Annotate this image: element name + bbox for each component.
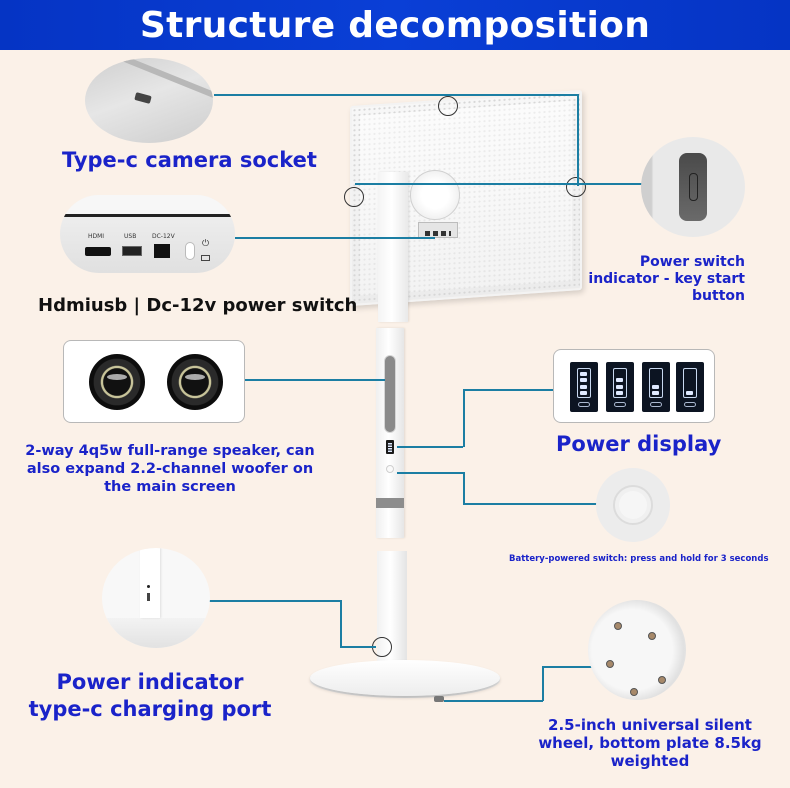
battery-level-icon	[570, 362, 598, 412]
port-label-usb: USB	[124, 233, 137, 240]
monitor-port-bracket	[418, 222, 458, 238]
power-switch-icon	[185, 242, 195, 260]
type-c-port-icon	[147, 593, 150, 601]
connector-wheel	[444, 700, 543, 702]
battery-icon	[201, 255, 210, 261]
speaker-left-icon	[89, 354, 145, 410]
marker-power-switch	[566, 177, 586, 197]
column-grey-band	[376, 498, 404, 508]
monitor-mount-disc	[410, 170, 460, 220]
page-title: Structure decomposition	[139, 4, 651, 46]
label-power-display: Power display	[556, 432, 722, 456]
battery-bar	[652, 391, 659, 395]
round-button-icon	[613, 485, 653, 525]
connector-round-button-end	[463, 503, 599, 505]
camera-socket-closeup	[85, 58, 213, 143]
battery-bar	[580, 378, 587, 382]
port-label-hdmi: HDMI	[88, 233, 105, 240]
battery-bar	[580, 391, 587, 395]
battery-level-icon	[676, 362, 704, 412]
connector-camera-vertical	[577, 94, 579, 186]
wheel-closeup	[588, 600, 686, 700]
dc-port-icon	[154, 244, 170, 258]
power-key-icon	[679, 153, 707, 221]
battery-level-icon	[642, 362, 670, 412]
power-display-closeup	[553, 349, 715, 423]
connector-charging	[205, 600, 341, 602]
connector-round-button	[397, 472, 463, 474]
usb-port-icon	[122, 246, 142, 256]
label-speakers: 2-way 4q5w full-range speaker, can also …	[25, 443, 315, 495]
hdmi-port-icon	[85, 247, 111, 256]
battery-bar	[652, 384, 659, 389]
battery-bar	[580, 371, 587, 376]
power-indicator-light-icon	[147, 585, 150, 588]
battery-switch-closeup	[596, 468, 670, 542]
label-battery-switch: Battery-powered switch: press and hold f…	[509, 554, 769, 564]
connector-charging-end	[340, 646, 376, 648]
battery-bar	[616, 391, 623, 395]
port-label-dc: DC-12V	[152, 233, 175, 240]
battery-bar	[580, 384, 587, 389]
battery-level-icon	[606, 362, 634, 412]
label-camera-socket: Type-c camera socket	[62, 148, 317, 172]
battery-bar	[686, 391, 693, 395]
connector-speakers	[245, 379, 385, 381]
power-switch-closeup	[641, 137, 745, 237]
battery-bar	[616, 378, 623, 382]
label-charging: Power indicator type-c charging port	[28, 670, 272, 721]
type-c-socket-icon	[134, 92, 152, 104]
label-ports: Hdmiusb | Dc-12v power switch	[38, 295, 358, 316]
connector-power-switch	[355, 183, 643, 185]
battery-bar	[616, 384, 623, 389]
ports-panel-closeup: HDMI USB DC-12V ⏻	[60, 195, 235, 273]
power-icon: ⏻	[202, 239, 210, 249]
charging-port-closeup	[102, 548, 210, 648]
connector-wheel-end	[542, 666, 592, 668]
base-wheel-foot	[434, 696, 444, 702]
connector-power-display-vertical	[463, 389, 465, 447]
connector-wheel-vertical	[542, 666, 544, 701]
header-banner: Structure decomposition	[0, 0, 790, 50]
label-wheel: 2.5-inch universal silent wheel, bottom …	[538, 716, 762, 770]
label-power-switch: Power switch indicator - key start butto…	[588, 254, 745, 304]
stand-base	[310, 660, 500, 696]
marker-left-edge	[344, 187, 364, 207]
marker-camera-socket	[438, 96, 458, 116]
connector-power-display-top	[463, 389, 555, 391]
column-power-button	[386, 465, 394, 473]
connector-round-button-vertical	[463, 472, 465, 504]
connector-ports	[235, 237, 435, 239]
speakers-closeup	[63, 340, 245, 423]
speaker-right-icon	[167, 354, 223, 410]
connector-camera	[214, 94, 578, 96]
column-speaker-grille	[384, 355, 396, 433]
column-battery-indicator-icon	[386, 440, 394, 454]
stand-column-upper	[378, 172, 408, 322]
connector-charging-vertical	[340, 600, 342, 646]
connector-power-display	[397, 446, 463, 448]
